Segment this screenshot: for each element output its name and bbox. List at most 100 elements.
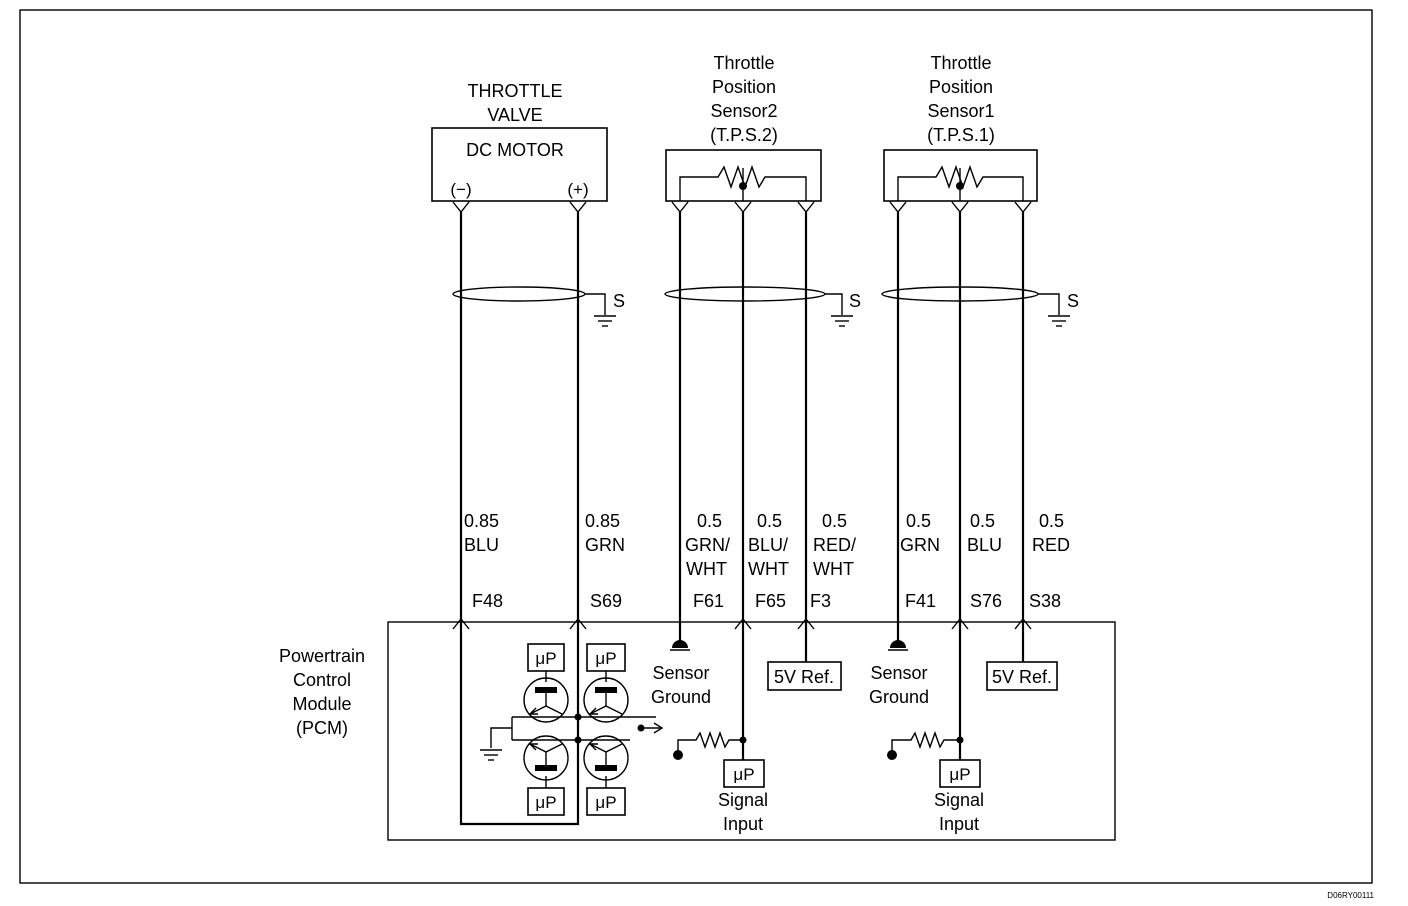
throttle-valve-title-2: VALVE xyxy=(487,105,542,125)
pin-label: S69 xyxy=(590,591,622,611)
sensor-ground-icon xyxy=(672,640,688,648)
pin-label: F48 xyxy=(472,591,503,611)
tps1-title-3: Sensor1 xyxy=(927,101,994,121)
motor-positive-label: (+) xyxy=(567,180,588,199)
pullup-resistor xyxy=(677,730,743,755)
sensor-ground-label-2: Ground xyxy=(869,687,929,707)
tps2-sensor: Throttle Position Sensor2 (T.P.S.2) xyxy=(665,53,822,213)
pcm-title-1: Powertrain xyxy=(279,646,365,666)
sensor-ground-label: Sensor xyxy=(652,663,709,683)
tps1-title-1: Throttle xyxy=(930,53,991,73)
wire-color: GRN xyxy=(585,535,625,555)
shield-3-drain xyxy=(1038,293,1060,315)
tps2-wiper-dot xyxy=(739,182,747,190)
pin-label: F41 xyxy=(905,591,936,611)
motor-negative-label: (−) xyxy=(450,180,471,199)
tps2-title-4: (T.P.S.2) xyxy=(710,125,778,145)
wire-color: BLU xyxy=(967,535,1002,555)
connector-down xyxy=(671,201,689,213)
pcm-title-3: Module xyxy=(292,694,351,714)
throttle-valve-title: THROTTLE xyxy=(467,81,562,101)
terminal-dot xyxy=(673,750,683,760)
pcm-title-2: Control xyxy=(293,670,351,690)
ref-label: 5V Ref. xyxy=(992,667,1052,687)
ref-box xyxy=(767,661,842,691)
microprocessor-label: μP xyxy=(733,765,754,784)
wire-runs xyxy=(459,212,1025,622)
pcm-box xyxy=(387,621,1116,841)
pin-label: F61 xyxy=(693,591,724,611)
ground-icon xyxy=(1047,315,1071,327)
microprocessor-label: μP xyxy=(595,793,616,812)
sensor-ground-icon xyxy=(890,640,906,648)
microprocessor-box xyxy=(586,787,626,816)
shield-2-ellipse xyxy=(664,286,826,302)
microprocessor-box xyxy=(723,759,765,788)
shield-3-label: S xyxy=(1067,291,1079,311)
transistor-icon xyxy=(583,735,629,781)
sensor-ground-label-2: Ground xyxy=(651,687,711,707)
terminal-dot xyxy=(887,750,897,760)
connector-down xyxy=(734,201,752,213)
pin-label: S38 xyxy=(1029,591,1061,611)
diagram-frame xyxy=(19,9,1373,884)
wire-gauge: 0.5 xyxy=(1039,511,1064,531)
connector-down xyxy=(452,201,470,213)
sensor-ground-label: Sensor xyxy=(870,663,927,683)
connector-down xyxy=(569,201,587,213)
dc-motor-box xyxy=(431,127,608,202)
wire-gauge: 0.5 xyxy=(697,511,722,531)
pin-label: F3 xyxy=(810,591,831,611)
tps1-title-2: Position xyxy=(929,77,993,97)
signal-input-label-2: Input xyxy=(723,814,763,834)
transistor-icon xyxy=(523,735,569,781)
wire-gauge: 0.5 xyxy=(970,511,995,531)
pcm-title-4: (PCM) xyxy=(296,718,348,738)
pullup-resistor xyxy=(891,730,960,755)
junction-dot xyxy=(956,736,964,744)
wire-color: RED/ xyxy=(813,535,856,555)
connector-down xyxy=(951,201,969,213)
wire-gauge: 0.5 xyxy=(822,511,847,531)
wire-gauge: 0.5 xyxy=(906,511,931,531)
wire-color: RED xyxy=(1032,535,1070,555)
shield-2-drain xyxy=(825,293,843,315)
microprocessor-label: μP xyxy=(949,765,970,784)
connector-down xyxy=(797,201,815,213)
pin-label: F65 xyxy=(755,591,786,611)
ground-icon xyxy=(479,749,503,761)
wire-color: GRN xyxy=(900,535,940,555)
arrow-icon xyxy=(653,722,664,734)
ref-box xyxy=(986,661,1058,691)
tps1-title-4: (T.P.S.1) xyxy=(927,125,995,145)
tps2-pcm-circuit: Sensor Ground 5V Ref. μP Signal Input xyxy=(651,622,842,834)
wire-gauge: 0.5 xyxy=(757,511,782,531)
shield-3: S xyxy=(881,286,1079,327)
tps1-pcm-circuit: Sensor Ground 5V Ref. μP Signal Input xyxy=(869,622,1058,834)
junction-dot xyxy=(739,736,747,744)
microprocessor-label: μP xyxy=(595,649,616,668)
wire-color: BLU/ xyxy=(748,535,788,555)
bridge-ground-wire xyxy=(490,727,512,748)
tps2-resistor xyxy=(679,164,807,201)
shield-1-drain xyxy=(585,293,606,315)
tps1-wiper-dot xyxy=(956,182,964,190)
wire-gauge: 0.85 xyxy=(585,511,620,531)
ref-label: 5V Ref. xyxy=(774,667,834,687)
wire-color-2: WHT xyxy=(686,559,727,579)
h-bridge-driver: μP μP μP μP xyxy=(459,622,664,826)
wire-color-2: WHT xyxy=(813,559,854,579)
throttle-valve: THROTTLE VALVE DC MOTOR (−) (+) xyxy=(431,81,608,213)
shield-1-ellipse xyxy=(452,286,586,302)
wire-color: BLU xyxy=(464,535,499,555)
microprocessor-label: μP xyxy=(535,649,556,668)
microprocessor-box xyxy=(527,643,565,672)
shield-1: S xyxy=(452,286,625,327)
pin-label: S76 xyxy=(970,591,1002,611)
wire-gauge: 0.85 xyxy=(464,511,499,531)
shield-2: S xyxy=(664,286,861,327)
transistor-icon xyxy=(583,677,629,723)
wire-color-2: WHT xyxy=(748,559,789,579)
junction-dot xyxy=(574,713,582,721)
